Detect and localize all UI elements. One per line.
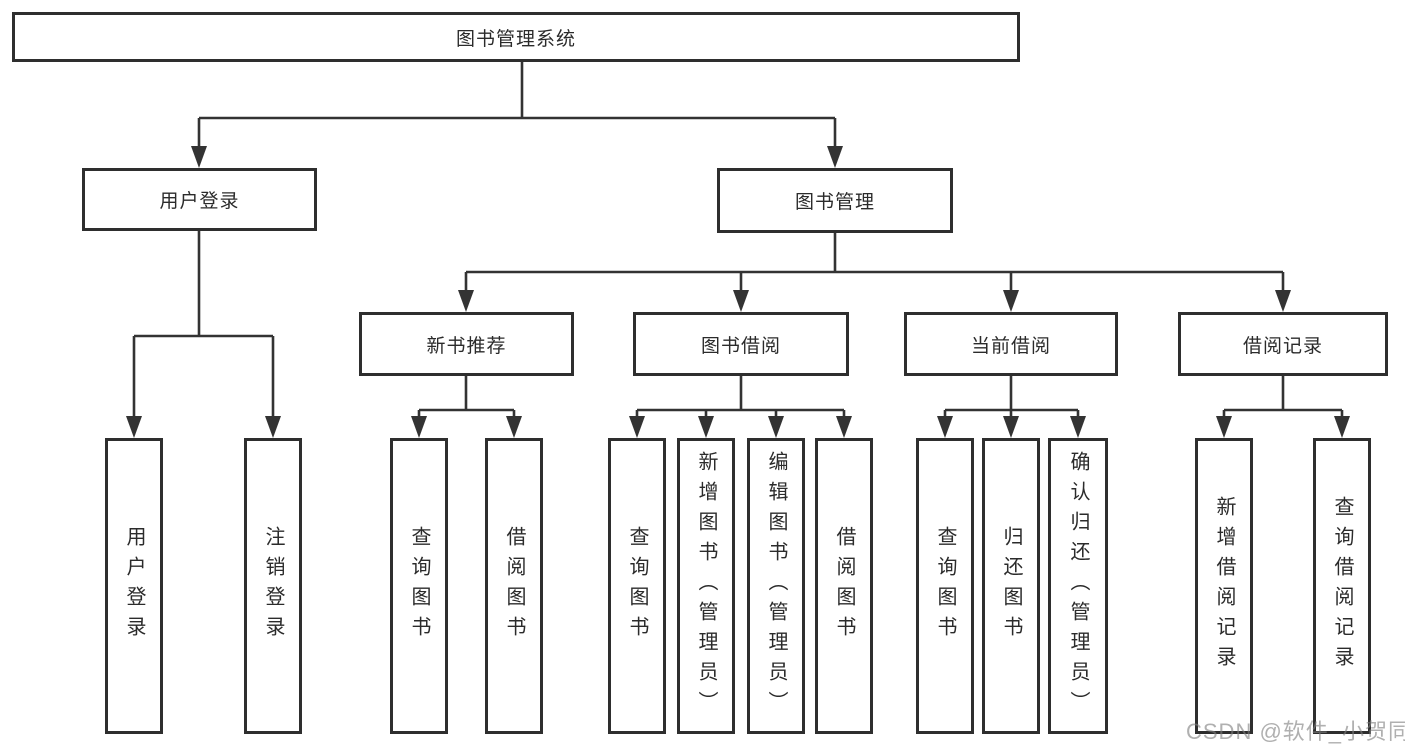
node-label: 新增借阅记录 xyxy=(1213,496,1235,676)
arrowhead xyxy=(1003,290,1019,312)
arrowhead xyxy=(411,416,427,438)
node-current-borrow: 当前借阅 xyxy=(904,312,1118,376)
leaf-borrow-query-books: 查询图书 xyxy=(608,438,666,734)
arrowhead xyxy=(458,290,474,312)
node-label: 用户登录 xyxy=(159,191,240,212)
node-label: 确认归还（管理员） xyxy=(1067,451,1089,721)
leaf-borrow-edit-books-admin: 编辑图书（管理员） xyxy=(747,438,805,734)
node-label: 注销登录 xyxy=(262,526,284,646)
arrowhead xyxy=(506,416,522,438)
arrowhead xyxy=(768,416,784,438)
node-label: 当前借阅 xyxy=(970,335,1051,357)
node-label: 归还图书 xyxy=(1000,526,1022,646)
node-label: 借阅图书 xyxy=(503,526,525,646)
node-label: 借阅记录 xyxy=(1242,335,1323,357)
node-book-borrow: 图书借阅 xyxy=(633,312,849,376)
arrowhead xyxy=(937,416,953,438)
node-book-management: 图书管理 xyxy=(717,168,953,233)
leaf-recommend-query-books: 查询图书 xyxy=(390,438,448,734)
node-library-management-system: 图书管理系统 xyxy=(12,12,1020,62)
leaf-user-login: 用户登录 xyxy=(105,438,163,734)
csdn-watermark: CSDN @软件_小贺同学 xyxy=(1186,719,1405,744)
arrowhead xyxy=(629,416,645,438)
leaf-current-return-books: 归还图书 xyxy=(982,438,1040,734)
node-label: 新书推荐 xyxy=(426,335,507,357)
node-label: 查询借阅记录 xyxy=(1331,496,1353,676)
node-label: 图书借阅 xyxy=(700,335,781,357)
arrowhead xyxy=(265,416,281,438)
node-borrow-record: 借阅记录 xyxy=(1178,312,1388,376)
node-label: 用户登录 xyxy=(123,526,145,646)
leaf-record-add-borrow-record: 新增借阅记录 xyxy=(1195,438,1253,734)
arrowhead xyxy=(836,416,852,438)
node-user-login: 用户登录 xyxy=(82,168,317,231)
arrowhead xyxy=(1275,290,1291,312)
arrowhead xyxy=(126,416,142,438)
leaf-recommend-borrow-books: 借阅图书 xyxy=(485,438,543,734)
leaf-current-query-books: 查询图书 xyxy=(916,438,974,734)
node-label: 借阅图书 xyxy=(833,526,855,646)
arrowhead xyxy=(1216,416,1232,438)
arrowhead xyxy=(698,416,714,438)
node-label: 编辑图书（管理员） xyxy=(765,451,787,721)
node-label: 图书管理 xyxy=(794,192,875,213)
arrowhead xyxy=(1003,416,1019,438)
leaf-borrow-add-books-admin: 新增图书（管理员） xyxy=(677,438,735,734)
arrowhead xyxy=(1334,416,1350,438)
node-label: 新增图书（管理员） xyxy=(695,451,717,721)
leaf-record-query-borrow-record: 查询借阅记录 xyxy=(1313,438,1371,734)
node-label: 查询图书 xyxy=(934,526,956,646)
arrowhead xyxy=(827,146,843,168)
leaf-current-confirm-return-admin: 确认归还（管理员） xyxy=(1048,438,1108,734)
leaf-logout: 注销登录 xyxy=(244,438,302,734)
node-label: 图书管理系统 xyxy=(455,28,576,50)
leaf-borrow-borrow-books: 借阅图书 xyxy=(815,438,873,734)
arrowhead xyxy=(1070,416,1086,438)
arrowhead xyxy=(733,290,749,312)
node-new-book-recommend: 新书推荐 xyxy=(359,312,574,376)
arrowhead xyxy=(191,146,207,168)
node-label: 查询图书 xyxy=(408,526,430,646)
node-label: 查询图书 xyxy=(626,526,648,646)
